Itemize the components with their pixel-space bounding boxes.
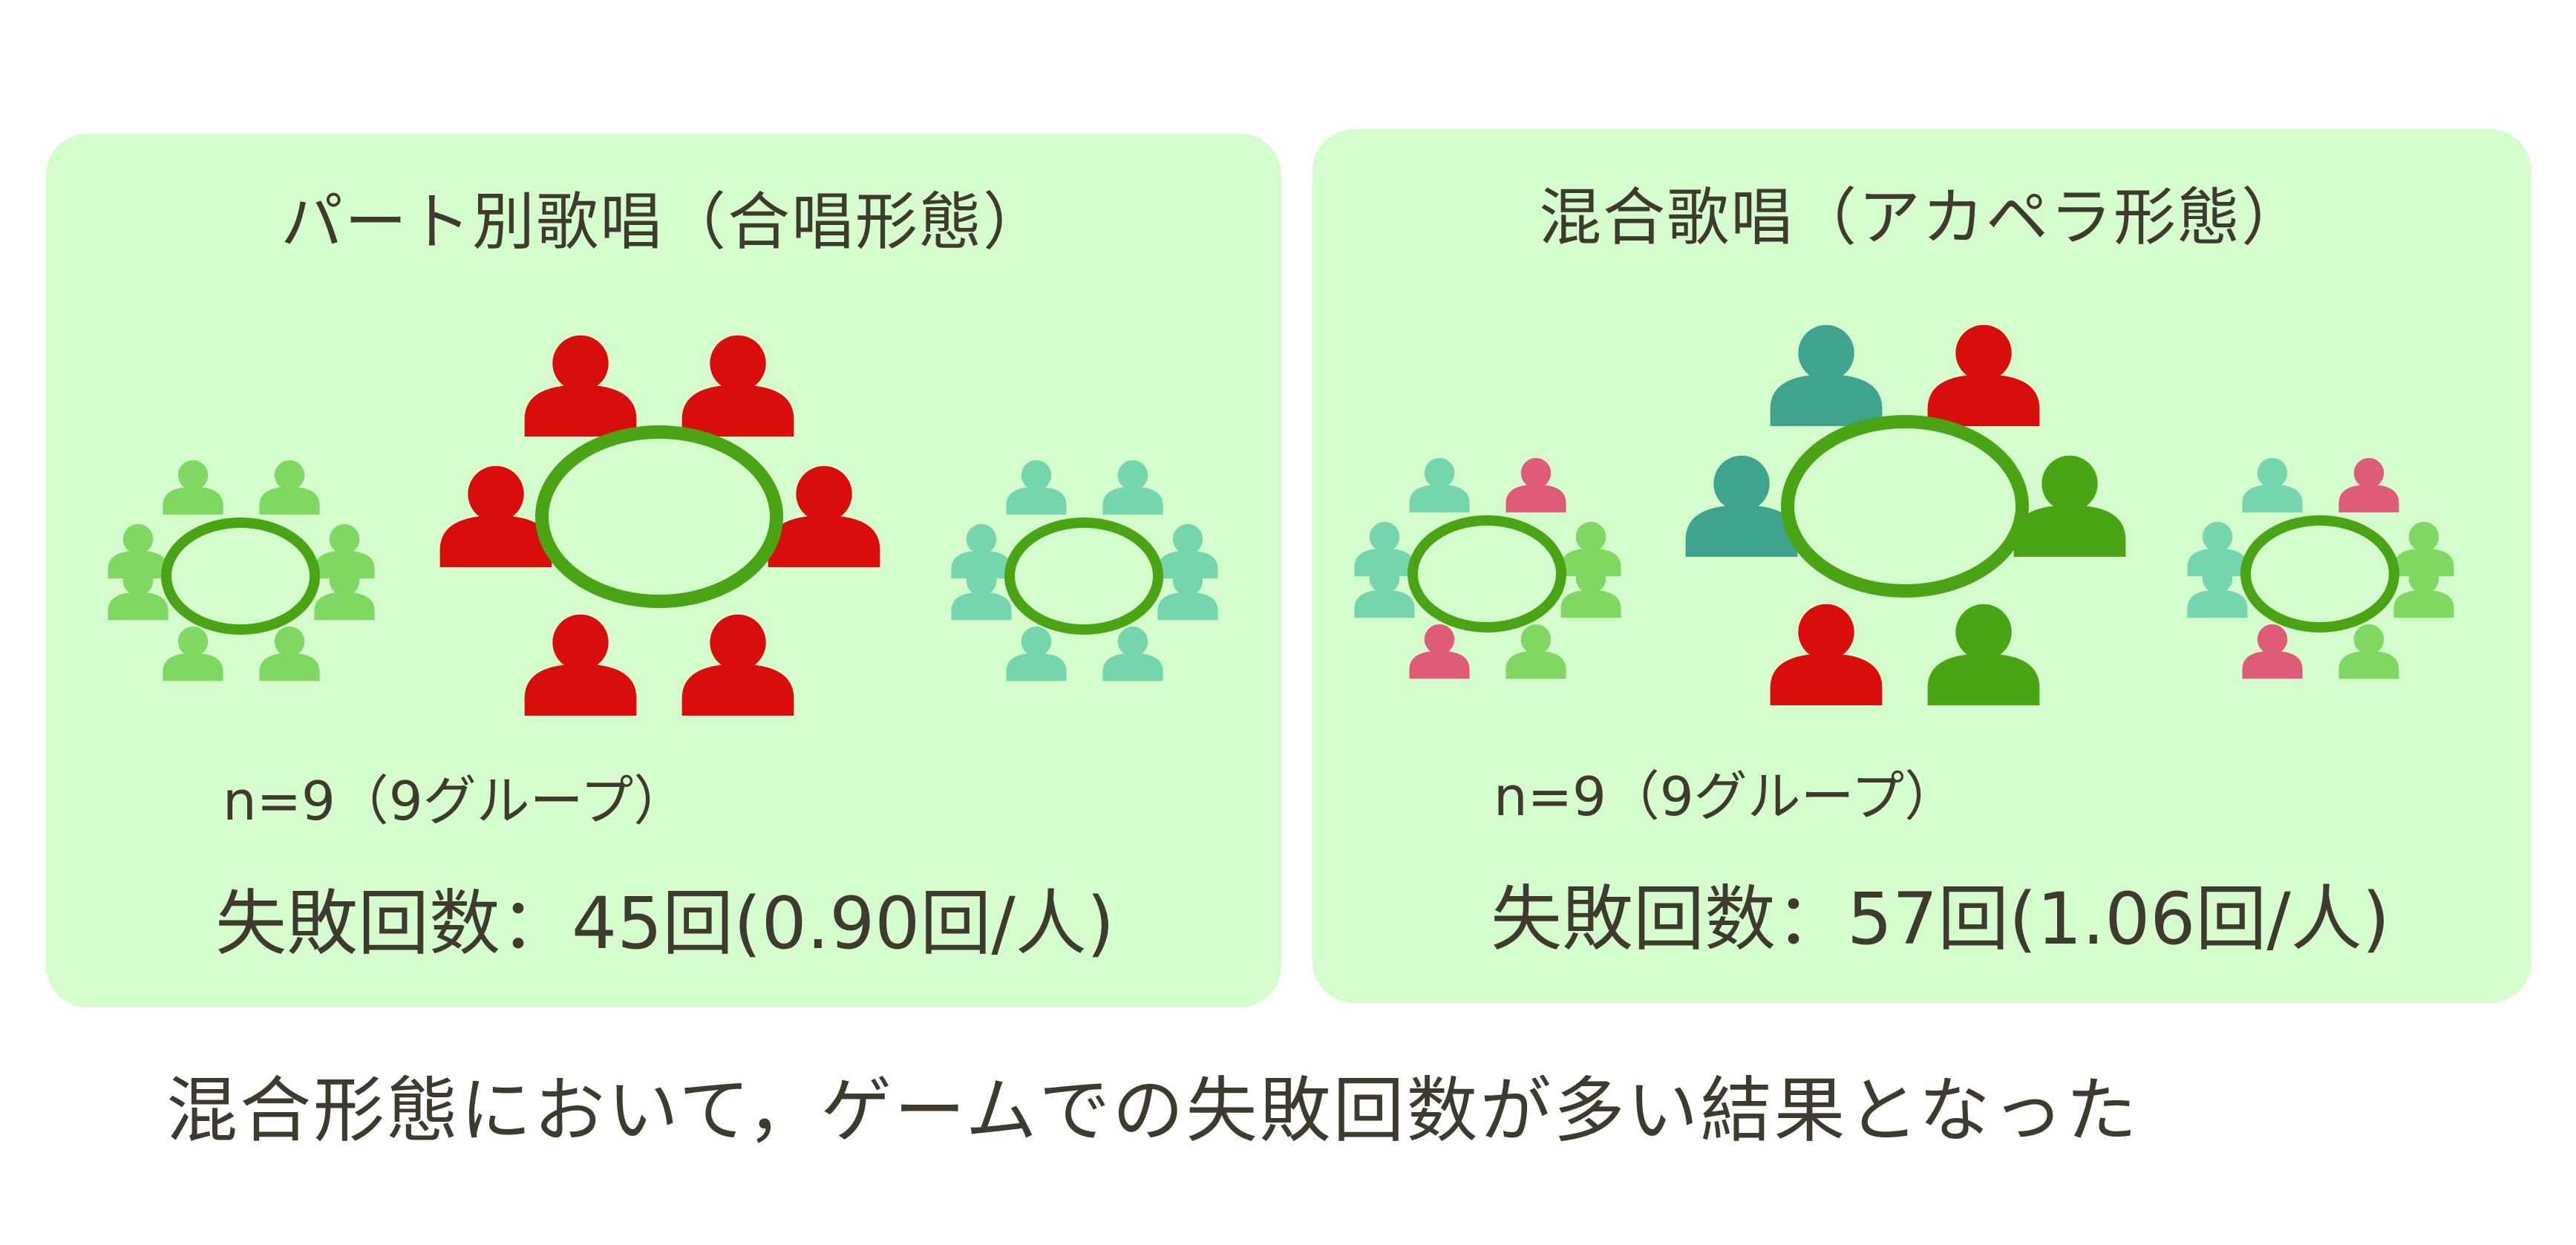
person-icon bbox=[1102, 626, 1163, 682]
table-icon bbox=[535, 425, 783, 608]
person-icon bbox=[1409, 624, 1470, 679]
person-icon bbox=[2013, 455, 2126, 557]
panel-title: パート別歌唱（合唱形態） bbox=[280, 186, 1047, 258]
person-icon bbox=[1506, 457, 1566, 513]
failure-count-label: 失敗回数：57回(1.06回/人) bbox=[1491, 878, 2390, 961]
person-icon bbox=[1927, 324, 2040, 426]
panel-title: 混合歌唱（アカペラ形態） bbox=[1538, 181, 2305, 254]
person-icon bbox=[524, 335, 637, 437]
person-icon bbox=[1927, 604, 2040, 705]
table-icon bbox=[1408, 515, 1566, 633]
person-icon bbox=[524, 614, 637, 716]
table-icon bbox=[1781, 415, 2029, 598]
person-icon bbox=[1770, 324, 1883, 426]
person-icon bbox=[1685, 455, 1798, 557]
person-icon bbox=[163, 626, 223, 682]
person-icon bbox=[1006, 626, 1067, 682]
table-icon bbox=[161, 517, 320, 635]
person-icon bbox=[1006, 460, 1067, 515]
person-icon bbox=[259, 460, 320, 515]
person-icon bbox=[681, 335, 794, 437]
table-icon bbox=[1004, 517, 1163, 635]
person-icon bbox=[1506, 624, 1566, 679]
table-icon bbox=[2240, 515, 2399, 633]
person-icon bbox=[2338, 624, 2399, 679]
person-icon bbox=[2242, 624, 2303, 679]
person-icon bbox=[1770, 604, 1883, 705]
person-icon bbox=[2338, 457, 2399, 513]
person-icon bbox=[2242, 457, 2303, 513]
person-icon bbox=[259, 626, 320, 682]
person-icon bbox=[1102, 460, 1163, 515]
group-count-label: n=9（9グループ） bbox=[223, 770, 687, 832]
person-icon bbox=[1409, 457, 1470, 513]
group-count-label: n=9（9グループ） bbox=[1494, 765, 1958, 828]
failure-count-label: 失敗回数：45回(0.90回/人) bbox=[215, 882, 1115, 965]
conclusion-text: 混合形態において，ゲームでの失敗回数が多い結果となった bbox=[166, 1069, 2139, 1152]
person-icon bbox=[681, 614, 794, 716]
person-icon bbox=[163, 460, 223, 515]
person-icon bbox=[439, 465, 552, 567]
person-icon bbox=[768, 465, 880, 567]
